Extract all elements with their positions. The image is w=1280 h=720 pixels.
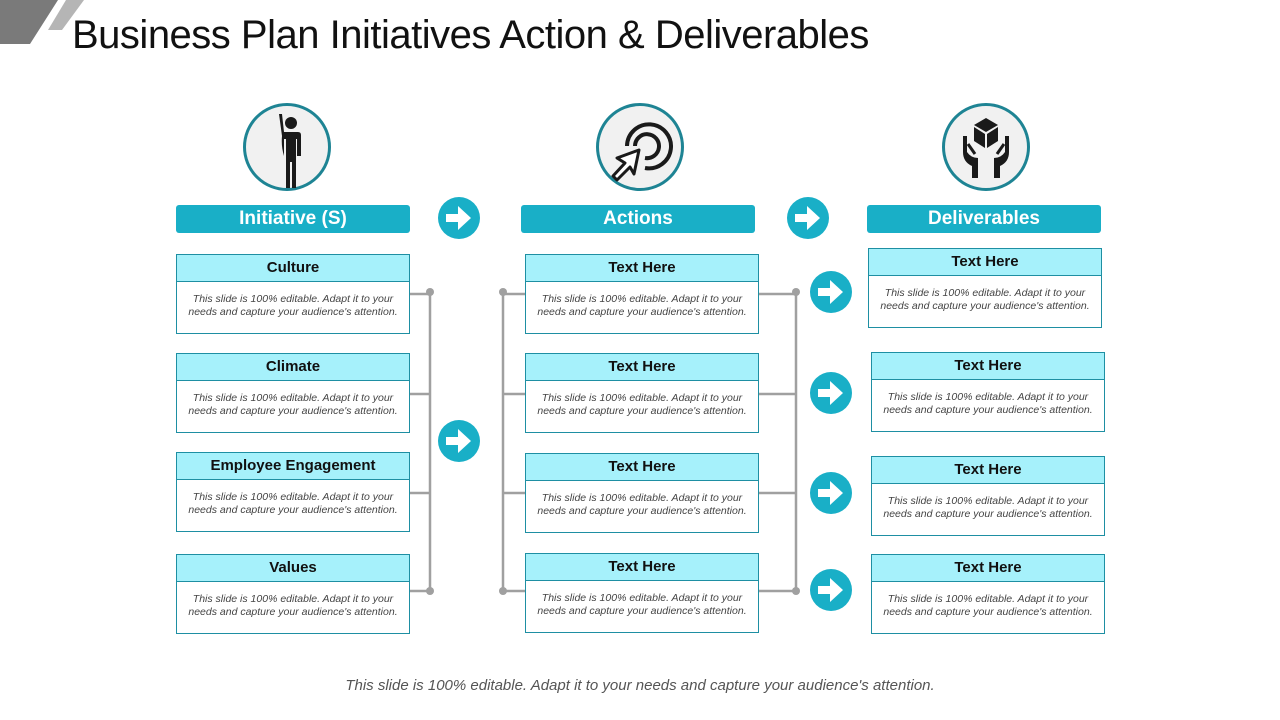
arrow-right-icon: [810, 372, 852, 414]
card-body: This slide is 100% editable. Adapt it to…: [525, 381, 759, 433]
card-body: This slide is 100% editable. Adapt it to…: [871, 582, 1105, 634]
initiative-header: Initiative (S): [176, 205, 410, 233]
card-body: This slide is 100% editable. Adapt it to…: [868, 276, 1102, 328]
action-card: Text Here This slide is 100% editable. A…: [525, 453, 759, 533]
arrow-right-icon: [438, 197, 480, 239]
arrow-right-icon: [787, 197, 829, 239]
action-card: Text Here This slide is 100% editable. A…: [525, 254, 759, 334]
card-title: Text Here: [525, 353, 759, 381]
initiative-card: Employee Engagement This slide is 100% e…: [176, 452, 410, 532]
deliverable-card: Text Here This slide is 100% editable. A…: [871, 554, 1105, 634]
arrow-right-icon: [810, 569, 852, 611]
actions-icon-circle: [596, 103, 684, 191]
arrow-right-icon: [810, 271, 852, 313]
card-title: Text Here: [525, 453, 759, 481]
deliverable-card: Text Here This slide is 100% editable. A…: [871, 352, 1105, 432]
card-body: This slide is 100% editable. Adapt it to…: [871, 484, 1105, 536]
hands-holding-box-icon: [963, 118, 1009, 178]
card-body: This slide is 100% editable. Adapt it to…: [871, 380, 1105, 432]
deliverables-header: Deliverables: [867, 205, 1101, 233]
page-title: Business Plan Initiatives Action & Deliv…: [72, 13, 869, 57]
card-title: Text Here: [871, 456, 1105, 484]
actions-header: Actions: [521, 205, 755, 233]
card-title: Climate: [176, 353, 410, 381]
person-raising-hand-icon: [279, 114, 301, 188]
card-body: This slide is 100% editable. Adapt it to…: [176, 282, 410, 334]
deliverables-icon-circle: [942, 103, 1030, 191]
card-title: Text Here: [525, 254, 759, 282]
card-body: This slide is 100% editable. Adapt it to…: [176, 381, 410, 433]
card-body: This slide is 100% editable. Adapt it to…: [525, 481, 759, 533]
card-body: This slide is 100% editable. Adapt it to…: [176, 582, 410, 634]
arrow-right-icon: [810, 472, 852, 514]
deliverable-card: Text Here This slide is 100% editable. A…: [868, 248, 1102, 328]
initiative-icon-circle: [243, 103, 331, 191]
initiative-card: Values This slide is 100% editable. Adap…: [176, 554, 410, 634]
card-body: This slide is 100% editable. Adapt it to…: [525, 282, 759, 334]
card-title: Text Here: [871, 352, 1105, 380]
card-body: This slide is 100% editable. Adapt it to…: [525, 581, 759, 633]
card-title: Values: [176, 554, 410, 582]
action-card: Text Here This slide is 100% editable. A…: [525, 553, 759, 633]
arrow-right-icon: [438, 420, 480, 462]
card-body: This slide is 100% editable. Adapt it to…: [176, 480, 410, 532]
corner-decoration: [0, 0, 84, 44]
card-title: Text Here: [525, 553, 759, 581]
card-title: Employee Engagement: [176, 452, 410, 480]
card-title: Text Here: [871, 554, 1105, 582]
card-title: Culture: [176, 254, 410, 282]
initiative-card: Culture This slide is 100% editable. Ada…: [176, 254, 410, 334]
deliverable-card: Text Here This slide is 100% editable. A…: [871, 456, 1105, 536]
footer-note: This slide is 100% editable. Adapt it to…: [345, 677, 935, 694]
action-card: Text Here This slide is 100% editable. A…: [525, 353, 759, 433]
cursor-click-icon: [611, 122, 673, 182]
card-title: Text Here: [868, 248, 1102, 276]
initiative-card: Climate This slide is 100% editable. Ada…: [176, 353, 410, 433]
